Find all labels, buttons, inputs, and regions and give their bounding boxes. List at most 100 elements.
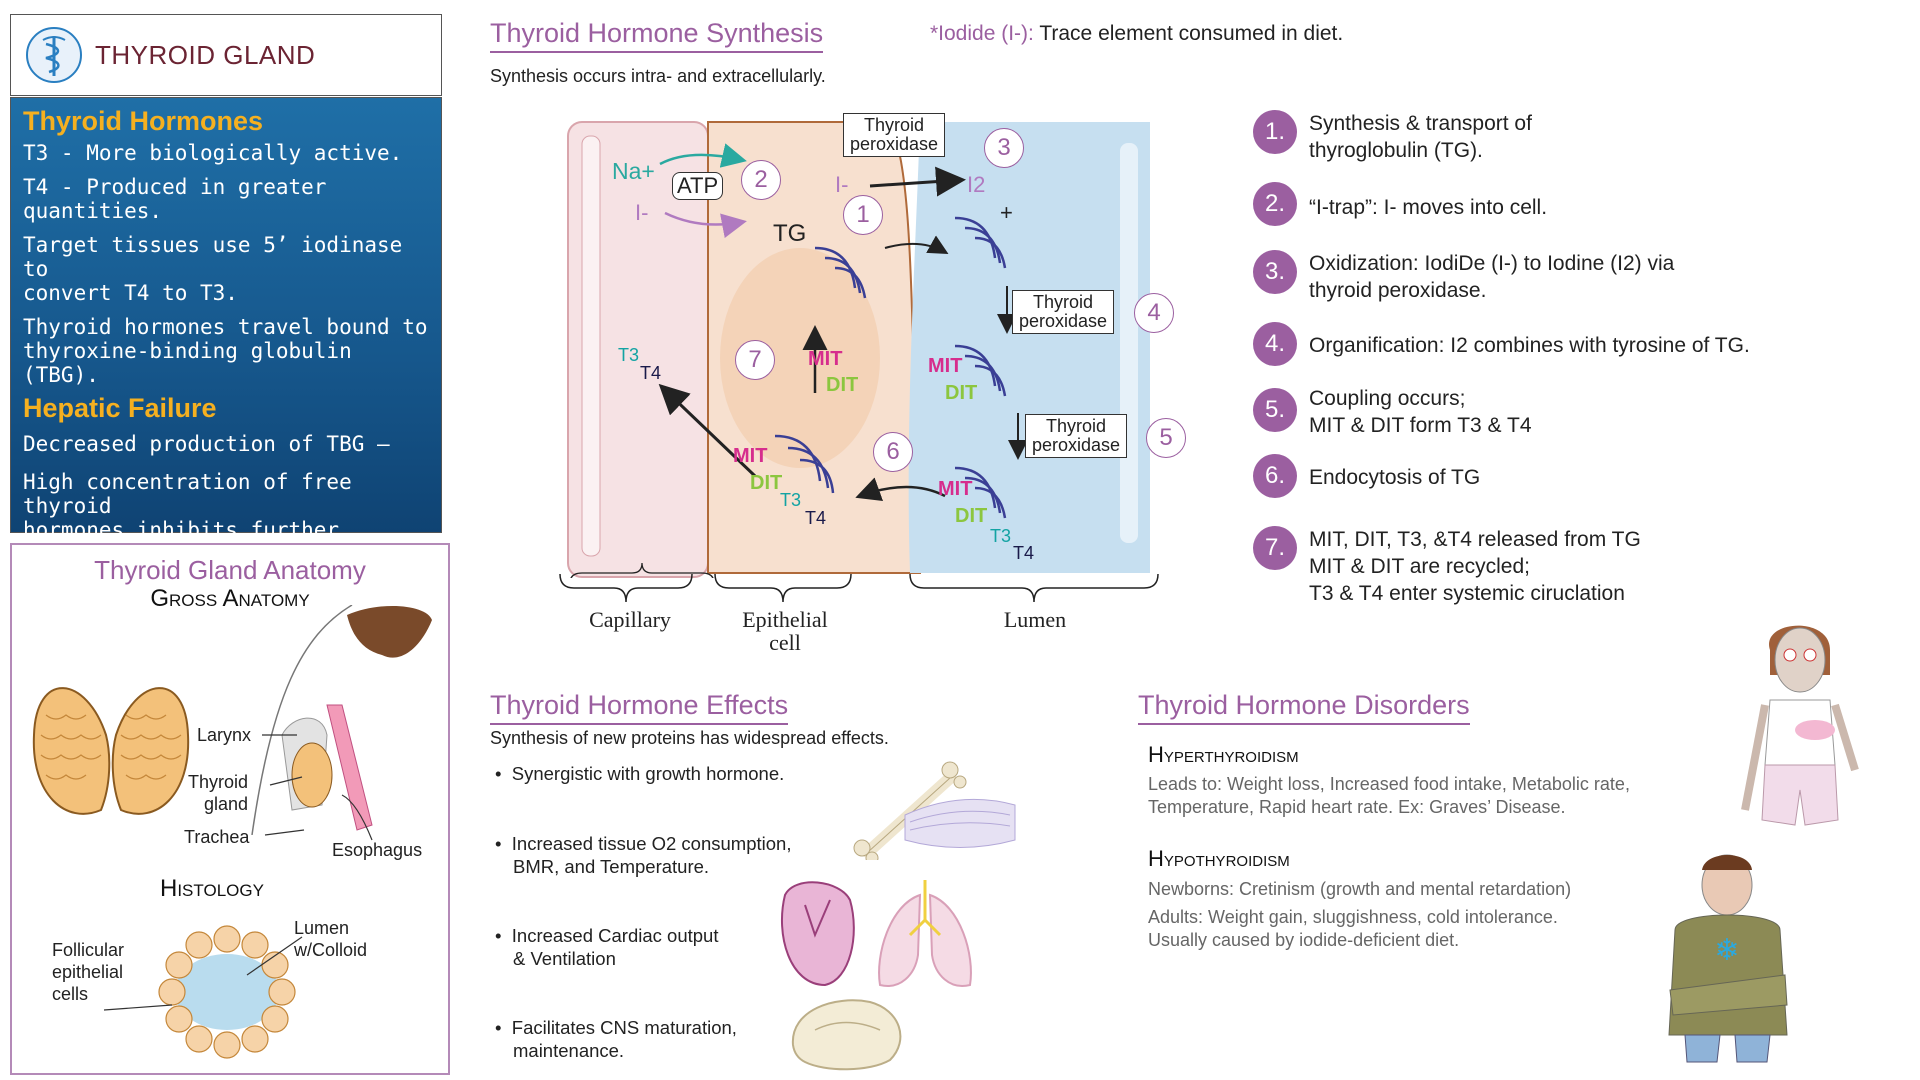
label-atp: ATP (672, 172, 724, 200)
label-follicular-cells: Follicular epithelial cells (52, 940, 125, 1004)
heart-lungs-illustration (781, 880, 972, 987)
hormone-line-t4: T4 - Produced in greater quantities. (23, 175, 327, 223)
lungs-icon (878, 880, 972, 987)
label-t3-released: T3 (618, 345, 640, 365)
step-text-5: Coupling occurs; MIT & DIT form T3 & T4 (1309, 387, 1532, 437)
hypothyroidism-heading: Hypothyroidism (1148, 846, 1290, 871)
anatomy-leader-lines (262, 734, 373, 841)
step-number-2: 2. (1253, 182, 1297, 226)
hypothyroid-person-illustration: ❄ (1668, 854, 1788, 1063)
hormones-panel: Thyroid Hormones T3 - More biologically … (10, 97, 442, 590)
step-number-4: 4. (1253, 322, 1297, 366)
thyroid-peroxidase-box-3: Thyroid peroxidase (1025, 414, 1128, 458)
synthesis-subtitle: Synthesis occurs intra- and extracellula… (490, 66, 826, 86)
page-title: THYROID GLAND (95, 39, 316, 70)
follicle-histology-illustration (158, 925, 296, 1059)
thyroid-peroxidase-box-1: Thyroid peroxidase (843, 113, 946, 157)
hypothyroidism-adults-text: Adults: Weight gain, sluggishness, cold … (1148, 907, 1558, 950)
step-text-1: Synthesis & transport of thyroglobulin (… (1309, 112, 1532, 162)
hyperthyroid-person-illustration (1741, 625, 1859, 826)
step-number-3: 3. (1253, 250, 1297, 294)
label-iodide-capillary: I- (635, 200, 649, 225)
label-epithelial-cell: Epithelial cell (742, 607, 828, 655)
label-iodine-i2: I2 (967, 172, 986, 197)
diagram-step-1: 1 (843, 195, 883, 235)
gross-anatomy-heading: Gross Anatomy (150, 585, 310, 612)
label-mit-lumen-2: MIT (938, 478, 973, 500)
effect-text-1: Synergistic with growth hormone. (511, 763, 785, 784)
label-mit-recycled: MIT (808, 348, 843, 370)
label-t4-lumen: T4 (1013, 543, 1035, 563)
hyperthyroidism-heading: Hyperthyroidism (1148, 742, 1299, 767)
label-na-plus: Na+ (612, 158, 655, 184)
effect-text-2: Increased tissue O2 consumption, BMR, an… (511, 833, 792, 877)
effect-text-3: Increased Cardiac output & Ventilation (511, 925, 719, 969)
label-tg: TG (773, 220, 807, 247)
heart-icon (781, 881, 855, 987)
label-t3-lumen: T3 (990, 526, 1012, 546)
step-text-6: Endocytosis of TG (1309, 466, 1481, 489)
muscle-icon (904, 798, 1016, 848)
effect-bullet-1: • Synergistic with growth hormone. (495, 763, 785, 784)
synthesis-title: Thyroid Hormone Synthesis (490, 18, 824, 53)
caduceus-icon (26, 27, 82, 83)
label-lumen-colloid: Lumen w/Colloid (294, 918, 368, 960)
diagram-step-5: 5 (1146, 418, 1186, 458)
label-capillary: Capillary (589, 607, 671, 632)
diagram-braces (559, 573, 1159, 603)
label-esophagus: Esophagus (332, 840, 423, 860)
step-text-7: MIT, DIT, T3, &T4 released from TG MIT &… (1309, 528, 1641, 605)
effect-text-4: Facilitates CNS maturation, maintenance. (511, 1017, 737, 1061)
synthesis-diagram-background (567, 121, 1150, 578)
effects-subtitle: Synthesis of new proteins has widespread… (490, 728, 889, 748)
hepatic-line-1: Decreased production of TBG — (23, 432, 390, 456)
label-mit-lumen-1: MIT (928, 355, 963, 377)
label-trachea: Trachea (184, 827, 250, 847)
label-lumen: Lumen (1003, 607, 1067, 632)
label-larynx: Larynx (197, 725, 252, 745)
step-text-2: “I-trap”: I- moves into cell. (1309, 196, 1548, 219)
disorders-title: Thyroid Hormone Disorders (1138, 690, 1470, 725)
hyperthyroidism-text: Leads to: Weight loss, Increased food in… (1148, 774, 1630, 817)
label-dit-recycled: DIT (826, 374, 859, 396)
step-number-1: 1. (1253, 110, 1297, 154)
hormones-heading: Thyroid Hormones (23, 106, 264, 136)
anatomy-title: Thyroid Gland Anatomy (94, 555, 366, 585)
label-dit-lumen-1: DIT (945, 382, 978, 404)
iodide-note-term: *Iodide (I-): (930, 22, 1034, 45)
label-t4-cell: T4 (805, 508, 827, 528)
label-thyroid-gland: Thyroid gland (188, 772, 249, 814)
diagram-step-2: 2 (741, 160, 781, 200)
step-text-4: Organification: I2 combines with tyrosin… (1309, 334, 1750, 357)
anatomy-panel: Thyroid Gland Anatomy Gross Anatomy Lary… (10, 543, 450, 1075)
label-iodide-cell: I- (835, 172, 849, 197)
step-text-3: Oxidization: IodiDe (I-) to Iodine (I2) … (1309, 252, 1675, 302)
histology-leader-lines (103, 936, 303, 1011)
label-t4-released: T4 (640, 363, 662, 383)
title-card: THYROID GLAND (10, 14, 442, 96)
hormone-line-t3: T3 - More biologically active. (23, 141, 403, 165)
hepatic-heading: Hepatic Failure (23, 393, 217, 423)
diagram-step-4: 4 (1134, 293, 1174, 333)
diagram-step-7: 7 (735, 340, 775, 380)
iodide-note-text: Trace element consumed in diet. (1033, 22, 1344, 45)
histology-heading: Histology (160, 875, 264, 902)
effect-bullet-4: • Facilitates CNS maturation, maintenanc… (495, 1017, 737, 1061)
thyroid-peroxidase-box-2: Thyroid peroxidase (1012, 290, 1115, 334)
effects-title: Thyroid Hormone Effects (490, 690, 789, 725)
diagram-step-6: 6 (873, 432, 913, 472)
step-number-7: 7. (1253, 526, 1297, 570)
label-plus: + (1000, 200, 1013, 225)
label-t3-cell: T3 (780, 490, 802, 510)
diagram-step-3: 3 (984, 128, 1024, 168)
brain-illustration (791, 999, 902, 1071)
iodide-note: *Iodide (I-): Trace element consumed in … (930, 22, 1343, 46)
hormone-line-tbg: Thyroid hormones travel bound to thyroxi… (23, 315, 428, 387)
synthesis-diagram-arrows (570, 143, 1028, 578)
effect-bullet-3: • Increased Cardiac output & Ventilation (495, 925, 719, 969)
snowflake-icon: ❄ (1714, 934, 1739, 967)
label-dit-cell: DIT (750, 472, 783, 494)
hormone-line-iodinase: Target tissues use 5’ iodinase to conver… (23, 233, 403, 305)
step-number-6: 6. (1253, 454, 1297, 498)
label-mit-cell: MIT (733, 445, 768, 467)
